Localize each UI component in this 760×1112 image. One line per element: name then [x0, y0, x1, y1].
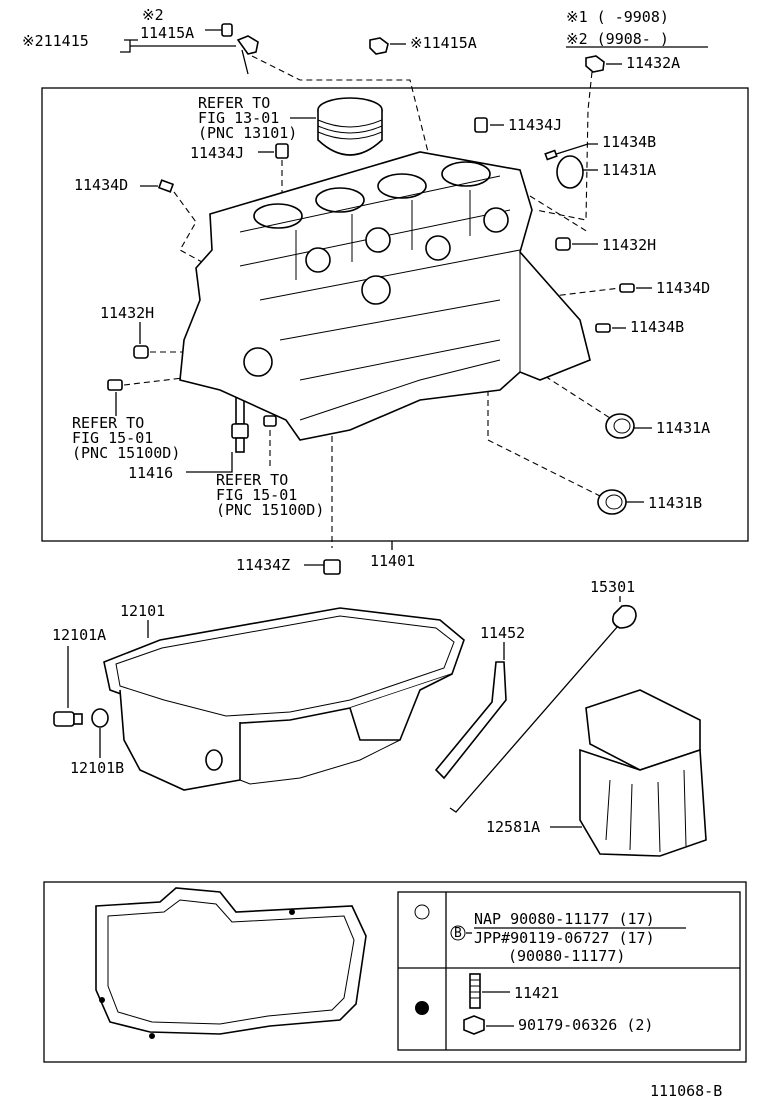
legend-paren: (90080-11177) [508, 947, 625, 965]
baffle-12581A [579, 689, 707, 857]
label-11415A-left: 11415A [140, 24, 194, 42]
open-circle-symbol [414, 904, 430, 920]
cylinder-block-frame [41, 87, 749, 542]
legend-jpp: JPP#90119-06727 (17) [474, 929, 655, 947]
oil-pan-12101 [103, 607, 465, 791]
stud-11421 [469, 973, 481, 1009]
legend-11421: 11421 [514, 984, 559, 1002]
label-12101A: 12101A [52, 626, 106, 644]
label-refer1-c: (PNC 13101) [198, 124, 297, 142]
label-cond-2: ※2 (9908- ) [566, 30, 669, 48]
gasket-frame [43, 881, 747, 1063]
label-11431B: 11431B [648, 494, 702, 512]
label-11416: 11416 [128, 464, 173, 482]
label-refer2-a: REFER TO [72, 414, 144, 432]
filled-circle-symbol [415, 1001, 429, 1015]
label-11452: 11452 [480, 624, 525, 642]
plug-11431A-low [605, 413, 635, 439]
label-211415: ※211415 [22, 32, 89, 50]
label-refer3-c: (PNC 15100D) [216, 501, 324, 519]
label-mark-2-top: ※2 [142, 6, 164, 24]
label-refer2-b: FIG 15-01 [72, 429, 153, 447]
label-12581A: 12581A [486, 818, 540, 836]
label-cond-1: ※1 ( -9908) [566, 8, 669, 26]
label-15301: 15301 [590, 578, 635, 596]
svg-text:B: B [454, 926, 462, 941]
reference-code: 111068-B [650, 1082, 722, 1100]
label-11434B-mid: 11434B [630, 318, 684, 336]
plug-11431A-top [556, 155, 584, 189]
plug-11432H-right [555, 237, 571, 251]
pin-11434J-right [474, 117, 488, 133]
label-11434J-left: 11434J [190, 144, 244, 162]
label-11434D-right: 11434D [656, 279, 710, 297]
label-12101: 12101 [120, 602, 165, 620]
legend-nap: NAP 90080-11177 (17) [474, 910, 655, 928]
nut-90179 [463, 1015, 485, 1035]
dipstick-guide-11452 [434, 661, 507, 780]
label-refer1-b: FIG 13-01 [198, 109, 279, 127]
cylinder-block [179, 151, 591, 441]
label-11432H-right: 11432H [602, 236, 656, 254]
dipstick-15301 [449, 604, 637, 813]
label-11434J-right: 11434J [508, 116, 562, 134]
label-11432H-left: 11432H [100, 304, 154, 322]
pipe-11416 [231, 387, 249, 453]
plug-11415A-right [369, 37, 389, 55]
label-refer3-b: FIG 15-01 [216, 486, 297, 504]
label-12101B: 12101B [70, 759, 124, 777]
piston [317, 97, 383, 156]
plug-11431B [597, 489, 627, 515]
legend-90179: 90179-06326 (2) [518, 1016, 653, 1034]
b-mark-symbol [450, 925, 466, 941]
label-11401: 11401 [370, 552, 415, 570]
label-11434D-left: 11434D [74, 176, 128, 194]
label-11434Z: 11434Z [236, 556, 290, 574]
washer-12101B [91, 708, 109, 728]
legend-box [397, 891, 741, 1051]
label-refer2-c: (PNC 15100D) [72, 444, 180, 462]
label-11432A: 11432A [626, 54, 680, 72]
label-11415A-right: ※11415A [410, 34, 477, 52]
label-refer1-a: REFER TO [198, 94, 270, 112]
label-11431A-top: 11431A [602, 161, 656, 179]
bolt-12101A [53, 711, 83, 727]
plug-11432A [585, 55, 605, 73]
label-refer3-a: REFER TO [216, 471, 288, 489]
label-11434B-top: 11434B [602, 133, 656, 151]
label-11431A-low: 11431A [656, 419, 710, 437]
pin-11434Z [323, 559, 341, 575]
pin-11434J-left [275, 143, 289, 159]
oil-pan-gasket [95, 887, 367, 1039]
plug-11415A-left [221, 23, 259, 75]
